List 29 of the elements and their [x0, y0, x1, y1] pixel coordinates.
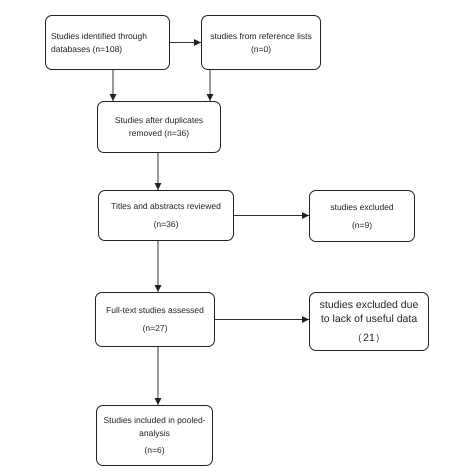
arrow [154, 240, 162, 292]
process-box [97, 101, 221, 153]
process-box [309, 190, 415, 242]
arrow [154, 346, 162, 406]
box-text: Studies after duplicates removed (n=36) [114, 114, 204, 140]
arrow [206, 70, 214, 102]
process-box [201, 15, 321, 70]
box-text: （21） [352, 331, 386, 346]
box-text: Studies identified through databases (n=108) [51, 30, 148, 56]
box-text: Titles and abstracts reviewed [111, 200, 221, 213]
box-text: studies excluded [330, 200, 394, 214]
process-box [96, 405, 213, 466]
box-text: Full-text studies assessed [106, 304, 204, 317]
box-text: (n=6) [144, 444, 165, 458]
box-text: (n=27) [142, 322, 168, 335]
process-box [45, 15, 170, 70]
box-text: studies from reference lists (n=0) [209, 30, 313, 56]
arrow [110, 70, 116, 102]
process-box [95, 292, 215, 347]
arrow [154, 152, 162, 190]
arrow [170, 39, 202, 46]
box-text: (n=36) [154, 218, 178, 231]
process-box [309, 292, 429, 351]
box-text: Studies included in pooled-analysis [102, 414, 207, 440]
arrow [234, 212, 310, 219]
box-text: (n=9) [352, 218, 372, 232]
arrow [214, 316, 310, 323]
process-box [98, 190, 234, 241]
box-text: studies excluded due to lack of useful data [318, 298, 420, 326]
